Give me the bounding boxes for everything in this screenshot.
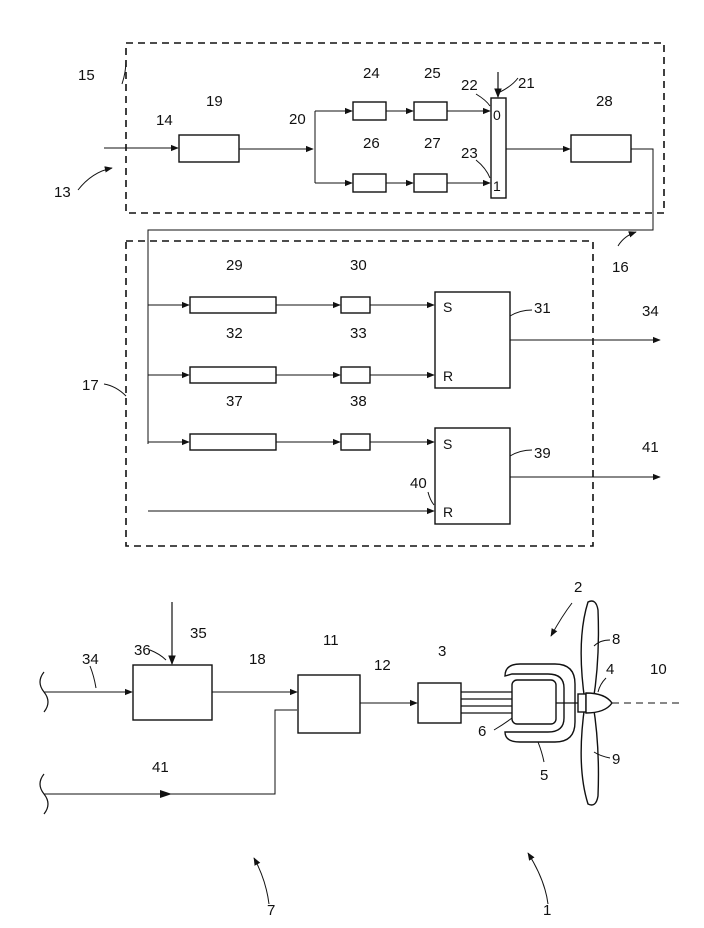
label-21: 21 (518, 75, 535, 92)
spinner-4 (586, 693, 612, 713)
leader-4 (598, 678, 606, 692)
label-11: 11 (323, 632, 339, 649)
label-7: 7 (267, 902, 275, 919)
leader-36 (150, 650, 166, 660)
hub-6 (512, 680, 556, 724)
label-4: 4 (606, 661, 614, 678)
label-14: 14 (156, 112, 173, 129)
leader-40 (428, 492, 434, 505)
block-38 (341, 434, 370, 450)
label-38: 38 (350, 393, 367, 410)
block-19 (179, 135, 239, 162)
label-16: 16 (612, 259, 629, 276)
label-40: 40 (410, 475, 427, 492)
block-30 (341, 297, 370, 313)
label-22: 22 (461, 77, 478, 94)
block-35 (133, 665, 212, 720)
label-8: 8 (612, 631, 620, 648)
label-39: 39 (534, 445, 551, 462)
leader-6 (494, 718, 512, 730)
block-28 (571, 135, 631, 162)
label-41-bottom: 41 (152, 759, 169, 776)
leader-39 (510, 450, 532, 456)
block-27 (414, 174, 447, 192)
flipflop-31-set: S (443, 299, 452, 315)
label-10: 10 (650, 661, 667, 678)
flipflop-39-set: S (443, 436, 452, 452)
leader-21 (500, 78, 518, 92)
block-37 (190, 434, 276, 450)
block-32 (190, 367, 276, 383)
label-30: 30 (350, 257, 367, 274)
label-15: 15 (78, 67, 95, 84)
leader-17 (104, 384, 126, 396)
label-1: 1 (543, 902, 551, 919)
label-41-top: 41 (642, 439, 659, 456)
label-24: 24 (363, 65, 380, 82)
leader-34-bottom (90, 666, 96, 688)
label-19: 19 (206, 93, 223, 110)
label-36: 36 (134, 642, 151, 659)
label-6: 6 (478, 723, 486, 740)
block-29 (190, 297, 276, 313)
label-12: 12 (374, 657, 391, 674)
block-24 (353, 102, 386, 120)
line-41 (44, 710, 297, 794)
label-33: 33 (350, 325, 367, 342)
block-3 (418, 683, 461, 723)
label-28: 28 (596, 93, 613, 110)
label-5: 5 (540, 767, 548, 784)
switch-input-0: 0 (493, 107, 501, 123)
label-34-bottom: 34 (82, 651, 99, 668)
leader-1 (528, 853, 548, 904)
label-29: 29 (226, 257, 243, 274)
label-3: 3 (438, 643, 446, 660)
flipflop-39-reset: R (443, 504, 453, 520)
label-27: 27 (424, 135, 441, 152)
leader-5 (538, 742, 544, 762)
label-25: 25 (424, 65, 441, 82)
arrow-41-mid (160, 790, 172, 798)
block-26 (353, 174, 386, 192)
block-33 (341, 367, 370, 383)
switch-input-1: 1 (493, 178, 501, 194)
rotor-root (578, 694, 586, 712)
label-13: 13 (54, 184, 71, 201)
blade-8 (581, 601, 598, 702)
leader-22 (476, 94, 490, 106)
label-34-top: 34 (642, 303, 659, 320)
label-17: 17 (82, 377, 99, 394)
label-18: 18 (249, 651, 266, 668)
label-35: 35 (190, 625, 207, 642)
block-25 (414, 102, 447, 120)
label-9: 9 (612, 751, 620, 768)
leader-2 (551, 603, 572, 636)
block-11 (298, 675, 360, 733)
leader-13 (78, 168, 112, 190)
leader-31 (510, 310, 532, 316)
leader-23 (476, 160, 490, 178)
flipflop-31-reset: R (443, 368, 453, 384)
label-31: 31 (534, 300, 551, 317)
leader-16 (618, 232, 636, 246)
label-23: 23 (461, 145, 478, 162)
label-37: 37 (226, 393, 243, 410)
dashed-box-15 (126, 43, 664, 213)
label-26: 26 (363, 135, 380, 152)
label-20: 20 (289, 111, 306, 128)
label-2: 2 (574, 579, 582, 596)
leader-7 (254, 858, 269, 904)
label-32: 32 (226, 325, 243, 342)
blade-9 (581, 704, 598, 805)
